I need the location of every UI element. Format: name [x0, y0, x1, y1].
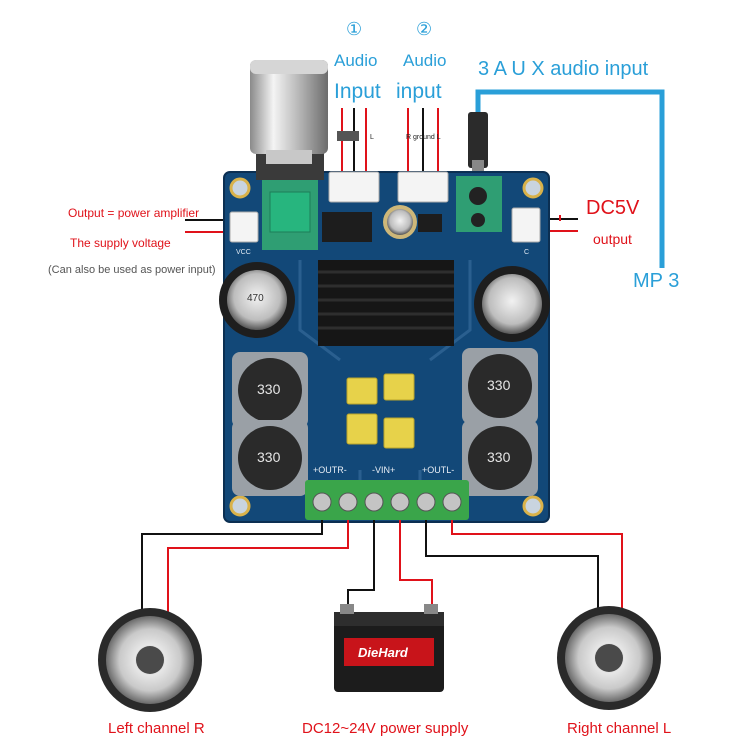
mp3-label: MP 3 [633, 270, 680, 292]
silk-outl: +OUTL- [422, 465, 455, 475]
input1-audio-label: Audio [334, 51, 378, 70]
cap-label-left: 470 [247, 293, 264, 304]
inductor-label-4: 330 [487, 449, 511, 465]
left-channel-label: Left channel R [108, 720, 205, 737]
right-channel-label: Right channel L [567, 720, 672, 737]
input2-audio-label: Audio [403, 51, 447, 70]
input2-pin-label: R ground L [406, 134, 441, 141]
dc5v-label: DC5V [586, 197, 640, 219]
silk-vcc: VCC [236, 249, 251, 256]
amplifier-board [219, 60, 550, 523]
battery-brand: DieHard [358, 645, 408, 660]
note-power-input: (Can also be used as power input) [48, 264, 216, 276]
input2-number: ② [416, 19, 433, 39]
input1-pin-label: L [370, 134, 374, 141]
note-output-power: Output = power amplifier [68, 206, 200, 220]
input2-input-label: input [396, 80, 442, 103]
silk-c: C [524, 249, 530, 256]
right-speaker [557, 606, 661, 710]
input2-wires [407, 108, 439, 178]
dc5v-output-label: output [593, 231, 632, 247]
input1-input-label: Input [334, 80, 381, 103]
input1-wires [337, 108, 367, 178]
input1-number: ① [346, 19, 363, 39]
aux-input-label: 3 A U X audio input [478, 58, 649, 80]
inductor-label-3: 330 [487, 377, 511, 393]
silk-outr: +OUTR- [313, 465, 347, 475]
power-supply-label: DC12~24V power supply [302, 720, 469, 737]
silk-vin: -VIN+ [372, 465, 396, 475]
note-supply-voltage: The supply voltage [70, 236, 171, 250]
speaker-wires [141, 520, 623, 640]
inductor-label-2: 330 [257, 449, 281, 465]
battery [334, 604, 444, 692]
left-speaker [98, 608, 202, 712]
inductor-label-1: 330 [257, 381, 281, 397]
